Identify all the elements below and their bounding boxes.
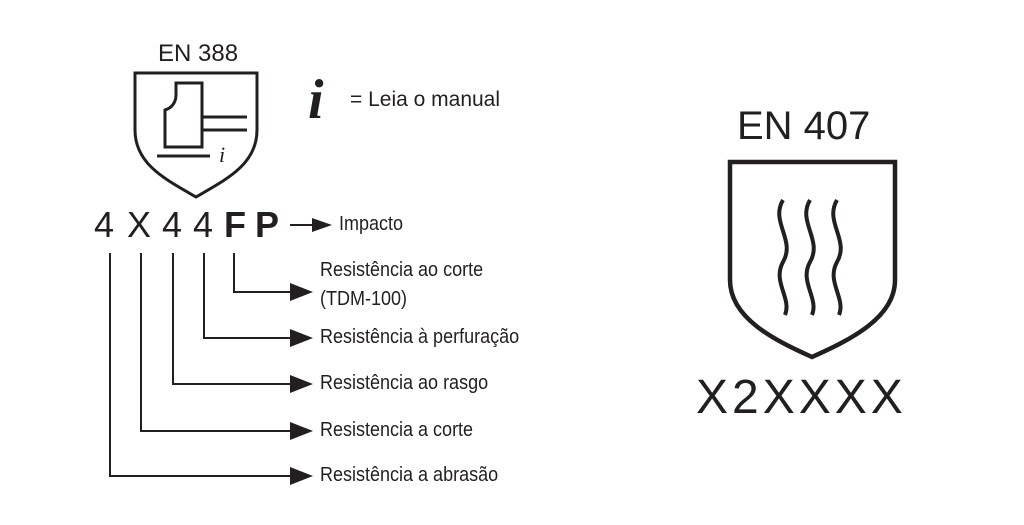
info-icon: i <box>308 69 324 131</box>
arrowheads <box>290 218 332 485</box>
arrow-icon <box>290 283 313 301</box>
info-legend: = Leia o manual <box>350 88 501 111</box>
code-letter-tdm: F <box>224 204 246 245</box>
code-digit-tear: 4 <box>162 204 183 245</box>
label-cut: Resistencia a corte <box>320 419 474 441</box>
en407-code: X2XXXX <box>696 371 907 424</box>
code-digit-puncture: 4 <box>193 204 214 245</box>
en407-shield-icon <box>727 159 898 360</box>
label-cut-tdm-sub: (TDM-100) <box>320 288 408 310</box>
arrow-icon <box>290 422 313 440</box>
arrow-icon <box>290 467 313 485</box>
label-impact: Impacto <box>339 213 404 235</box>
label-cut-tdm: Resistência ao corte <box>320 259 484 281</box>
hammer-icon <box>157 115 247 158</box>
en407-title: EN 407 <box>737 104 871 148</box>
en388-title: EN 388 <box>158 40 239 67</box>
arrow-icon <box>290 375 313 393</box>
code-letter-impact: P <box>255 204 280 245</box>
arrow-icon <box>312 218 332 232</box>
heat-waves-icon <box>777 198 843 316</box>
label-puncture: Resistência à perfuração <box>320 326 520 348</box>
code-digit-abrasion: 4 <box>94 204 115 245</box>
shield-info-icon: i <box>219 142 225 167</box>
arrow-icon <box>290 329 313 347</box>
label-tear: Resistência ao rasgo <box>320 372 489 394</box>
en388-shield-icon <box>133 71 259 199</box>
glove-icon <box>163 81 204 149</box>
label-abrasion: Resistência a abrasão <box>320 464 499 486</box>
code-digit-cut: X <box>127 204 152 245</box>
connector-lines <box>109 224 312 477</box>
